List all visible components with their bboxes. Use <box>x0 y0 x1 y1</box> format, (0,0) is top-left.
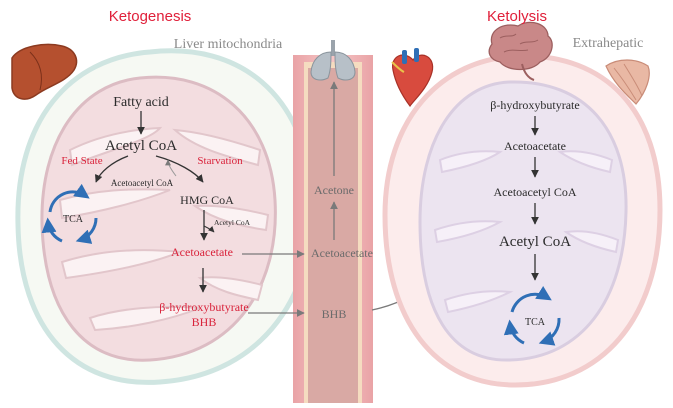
starvation-arrow <box>155 155 204 183</box>
ketolysis-heading: Ketolysis <box>487 8 547 25</box>
vessel-acetoacetate-label: Acetoacetate <box>311 246 373 260</box>
starvation-label: Starvation <box>197 155 243 167</box>
ketogenesis-heading: Ketogenesis <box>109 8 192 25</box>
tca-cycle-right: TCA <box>503 286 561 346</box>
tca-right-label: TCA <box>525 317 546 328</box>
vessel-lumen <box>308 68 358 403</box>
acetoacetyl-coa-side-arrow <box>165 159 177 177</box>
vessel-acetone-label: Acetone <box>314 183 354 197</box>
acetyl-coa-small-label: Acetyl CoA <box>214 218 251 227</box>
ketolysis-acetoacetyl-coa-label: Acetoacetyl CoA <box>494 185 577 199</box>
tca-left-label: TCA <box>63 214 84 225</box>
acetyl-coa-release-arrow <box>203 225 215 233</box>
heart-icon <box>391 48 434 108</box>
brain-icon <box>488 21 553 81</box>
bhb-abbr-label: BHB <box>192 315 217 329</box>
fatty-acid-label: Fatty acid <box>113 95 169 110</box>
extrahepatic-caption: Extrahepatic <box>573 36 644 51</box>
extrahepatic-mitochondrion <box>418 80 628 362</box>
bhb-full-label: β-hydroxybutyrate <box>159 300 248 314</box>
ketolysis-acetyl-coa-label: Acetyl CoA <box>499 234 571 250</box>
fed-state-arrow <box>94 155 129 183</box>
liver-mitochondria-caption: Liver mitochondria <box>174 37 283 52</box>
ketolysis-bhb-label: β-hydroxybutyrate <box>490 98 579 112</box>
ketolysis-acetoacetate-label: Acetoacetate <box>504 139 566 153</box>
hmg-coa-label: HMG CoA <box>180 193 234 207</box>
tca-cycle-left: TCA <box>41 183 98 244</box>
liver-cell <box>15 48 315 385</box>
vessel-bhb-label: BHB <box>322 307 347 321</box>
muscle-icon <box>605 59 650 105</box>
fed-state-label: Fed State <box>61 155 102 167</box>
mitochondrion-cristae <box>58 126 270 332</box>
lungs-icon <box>310 40 356 81</box>
acetyl-coa-label: Acetyl CoA <box>105 138 177 154</box>
blood-vessel <box>293 55 373 403</box>
acetoacetate-label: Acetoacetate <box>171 245 233 259</box>
extrahepatic-cell <box>382 53 663 388</box>
extrahepatic-cristae <box>433 150 620 314</box>
liver-icon <box>11 43 78 100</box>
acetoacetyl-coa-label: Acetoacetyl CoA <box>111 178 174 188</box>
